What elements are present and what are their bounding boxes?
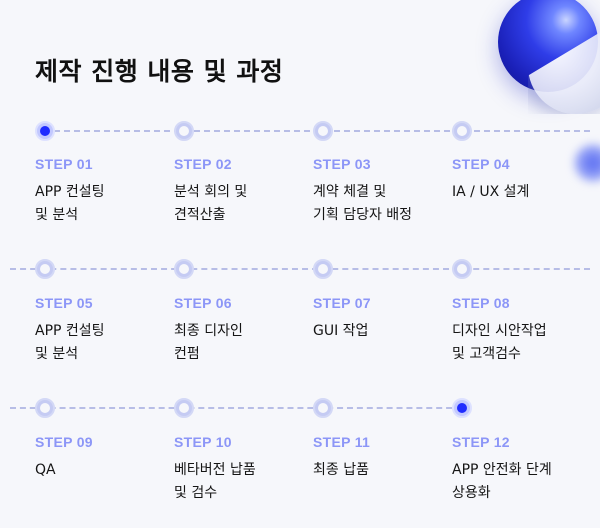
timeline-line-row-2: [10, 268, 590, 270]
step-description: IA / UX 설계: [452, 184, 530, 200]
step-node-07: [313, 259, 333, 279]
step-card-04: STEP 04 IA / UX 설계: [452, 156, 529, 204]
page-title: 제작 진행 내용 및 과정: [35, 57, 284, 86]
step-label: STEP 11: [313, 434, 371, 450]
step-description: GUI 작업: [313, 323, 369, 339]
step-card-01: STEP 01 APP 컨설팅 및 분석: [35, 156, 105, 227]
step-label: STEP 12: [452, 434, 510, 450]
step-card-05: STEP 05 APP 컨설팅 및 분석: [35, 295, 105, 366]
step-node-03: [313, 121, 333, 141]
step-node-02: [174, 121, 194, 141]
step-description: 최종 납품: [313, 462, 369, 478]
step-label: STEP 07: [313, 295, 371, 311]
step-node-04: [452, 121, 472, 141]
step-label: STEP 08: [452, 295, 510, 311]
step-card-10: STEP 10 베타버전 납품 및 검수: [174, 434, 256, 505]
step-label: STEP 10: [174, 434, 232, 450]
step-node-06: [174, 259, 194, 279]
step-card-08: STEP 08 디자인 시안작업 및 고객검수: [452, 295, 547, 366]
timeline-line-row-3: [10, 407, 462, 409]
step-description: 분석 회의 및 견적산출: [174, 184, 248, 223]
step-card-02: STEP 02 분석 회의 및 견적산출: [174, 156, 247, 227]
step-label: STEP 02: [174, 156, 232, 172]
step-description: APP 컨설팅 및 분석: [35, 184, 105, 223]
step-card-09: STEP 09 QA: [35, 434, 93, 482]
step-description: QA: [35, 462, 56, 478]
step-description: APP 안전화 단계 상용화: [452, 462, 552, 501]
step-description: 최종 디자인 컨펌: [174, 323, 243, 362]
step-node-05: [35, 259, 55, 279]
step-description: 계약 체결 및 기획 담당자 배정: [313, 184, 413, 223]
step-node-08: [452, 259, 472, 279]
step-label: STEP 01: [35, 156, 93, 172]
step-card-03: STEP 03 계약 체결 및 기획 담당자 배정: [313, 156, 412, 227]
step-node-09: [35, 398, 55, 418]
step-node-01: [35, 121, 55, 141]
step-card-07: STEP 07 GUI 작업: [313, 295, 371, 343]
step-node-10: [174, 398, 194, 418]
decorative-blur-dot: [572, 142, 600, 184]
step-description: 베타버전 납품 및 검수: [174, 462, 256, 501]
step-label: STEP 05: [35, 295, 93, 311]
step-description: 디자인 시안작업 및 고객검수: [452, 323, 547, 362]
step-label: STEP 04: [452, 156, 510, 172]
step-label: STEP 09: [35, 434, 93, 450]
step-card-12: STEP 12 APP 안전화 단계 상용화: [452, 434, 552, 505]
step-label: STEP 03: [313, 156, 371, 172]
step-description: APP 컨설팅 및 분석: [35, 323, 105, 362]
step-label: STEP 06: [174, 295, 232, 311]
step-node-11: [313, 398, 333, 418]
step-card-06: STEP 06 최종 디자인 컨펌: [174, 295, 243, 366]
step-node-12: [452, 398, 472, 418]
step-card-11: STEP 11 최종 납품: [313, 434, 370, 482]
